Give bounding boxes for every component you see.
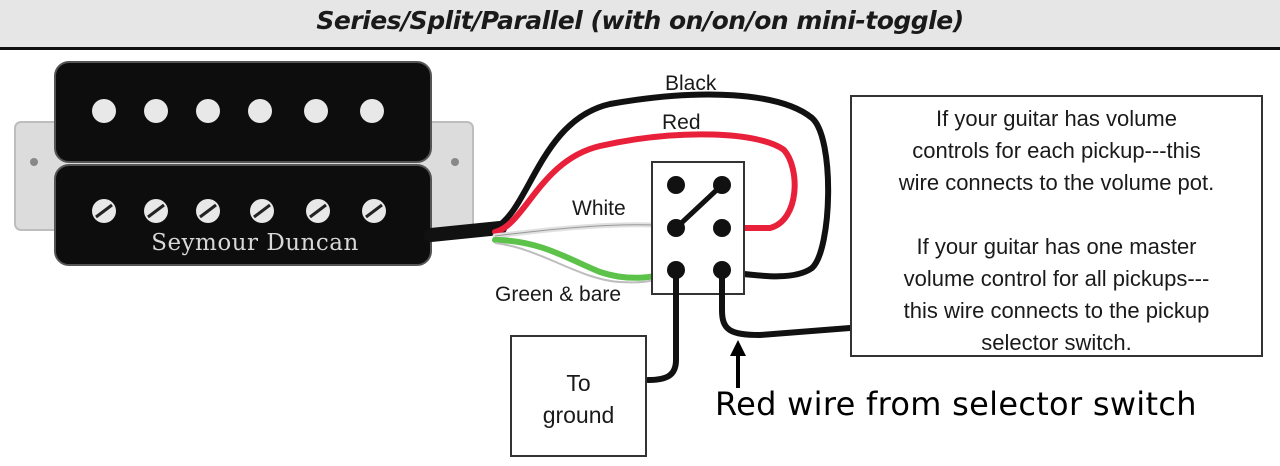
mounting-hole-right	[451, 158, 459, 166]
humbucker-pickup	[14, 61, 474, 266]
slug-pole	[304, 99, 328, 123]
note-line: selector switch.	[981, 330, 1132, 355]
slug-pole	[248, 99, 272, 123]
note-line: controls for each pickup---this	[912, 138, 1201, 163]
ground-line: To	[566, 370, 591, 396]
note-line: this wire connects to the pickup	[903, 298, 1210, 323]
slug-pole	[196, 99, 220, 123]
pickup-cable	[424, 221, 507, 242]
label-black-wire: Black	[665, 72, 717, 95]
note-paragraph-1: If your guitar has volume controls for e…	[852, 103, 1261, 199]
ground-text: To ground	[512, 367, 645, 431]
note-line: wire connects to the volume pot.	[898, 170, 1215, 195]
note-paragraph-2: If your guitar has one master volume con…	[852, 231, 1261, 359]
black-wire	[492, 91, 832, 280]
note-line: volume control for all pickups---	[903, 266, 1210, 291]
arrow-up-icon	[730, 340, 746, 388]
slug-pole	[360, 99, 384, 123]
slug-pole	[92, 99, 116, 123]
note-line: If your guitar has volume	[936, 106, 1177, 131]
mounting-hole-left	[30, 158, 38, 166]
volume-connection-wire	[719, 267, 853, 339]
ground-wire	[645, 267, 679, 383]
switch-lug	[667, 176, 685, 194]
switch-lug	[713, 219, 731, 237]
label-green-bare-wire: Green & bare	[495, 283, 622, 306]
note-line: If your guitar has one master	[916, 234, 1197, 259]
volume-note-box: If your guitar has volume controls for e…	[850, 95, 1263, 357]
diagram-title: Series/Split/Parallel (with on/on/on min…	[316, 6, 964, 35]
mini-toggle-switch	[651, 161, 745, 295]
slug-poles	[92, 99, 384, 123]
ground-box: To ground	[510, 335, 647, 457]
label-red-wire: Red	[662, 111, 701, 134]
ground-line: ground	[542, 402, 615, 428]
pickup-top-coil	[54, 61, 432, 163]
selector-switch-label: Red wire from selector switch	[715, 385, 1197, 423]
green-wire	[492, 237, 679, 281]
diagram-header: Series/Split/Parallel (with on/on/on min…	[0, 0, 1280, 50]
label-white-wire: White	[572, 197, 626, 220]
screw-poles	[92, 199, 386, 223]
pickup-bottom-coil	[54, 164, 432, 266]
pickup-brand: Seymour Duncan	[151, 230, 359, 256]
slug-pole	[144, 99, 168, 123]
switch-jumper	[674, 183, 724, 230]
red-wire	[492, 131, 798, 235]
